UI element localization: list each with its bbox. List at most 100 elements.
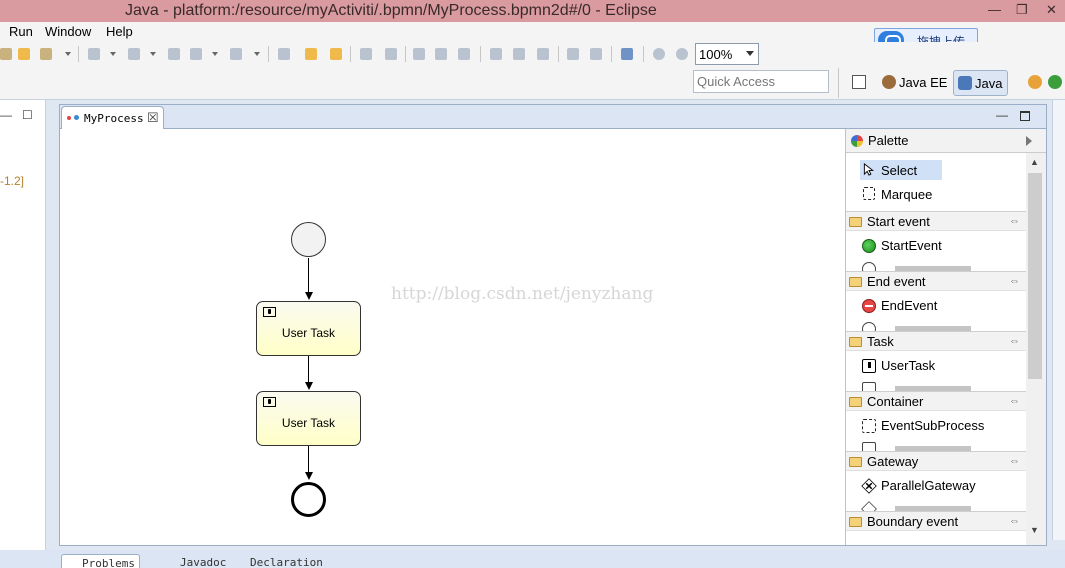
palette-scrollbar[interactable]: ▲ ▼ <box>1026 153 1046 545</box>
scroll-up-icon[interactable]: ▲ <box>1030 157 1039 167</box>
arrow-right-icon[interactable] <box>230 48 242 60</box>
perspective-extra[interactable] <box>1024 70 1064 96</box>
close-button[interactable]: ✕ <box>1046 2 1057 17</box>
drawer-header[interactable]: Start event ⇔ <box>846 211 1026 231</box>
drawer-header[interactable]: End event ⇔ <box>846 271 1026 291</box>
palette-item-hidden[interactable] <box>860 319 1020 331</box>
pin-icon[interactable]: ⇔ <box>1009 395 1020 407</box>
start-event[interactable] <box>291 222 326 257</box>
user-task-icon <box>862 359 876 373</box>
drawer-header[interactable]: Boundary event ⇔ <box>846 511 1026 531</box>
diagram-canvas[interactable]: http://blog.csdn.net/jenyzhang User Task… <box>60 129 844 545</box>
timer-icon <box>862 262 876 271</box>
palette-item-parallel-gateway[interactable]: ParallelGateway <box>860 477 1020 495</box>
window-title: Java - platform:/resource/myActiviti/.bp… <box>125 2 657 19</box>
align-top-icon[interactable] <box>490 48 502 60</box>
menu-help[interactable]: Help <box>106 24 133 39</box>
tab-declaration[interactable]: Declaration <box>250 556 323 568</box>
align-middle-icon[interactable] <box>513 48 525 60</box>
pin-icon[interactable]: ⇔ <box>1009 275 1020 287</box>
chevron-down-icon[interactable] <box>254 52 260 56</box>
step-over-icon[interactable] <box>128 48 140 60</box>
drawer-header[interactable]: Gateway ⇔ <box>846 451 1026 471</box>
end-event-icon <box>862 299 876 313</box>
menu-run[interactable]: Run <box>9 24 33 39</box>
same-width-icon[interactable] <box>590 48 602 60</box>
align-right-icon[interactable] <box>458 48 470 60</box>
tab-javadoc[interactable]: Javadoc <box>180 556 227 568</box>
palette-header[interactable]: Palette <box>846 129 1046 153</box>
tool-select[interactable]: Select <box>860 160 942 180</box>
view-maximize-button[interactable]: ☐ <box>22 108 33 122</box>
perspective-java[interactable]: Java <box>953 70 1008 96</box>
palette-item-hidden[interactable] <box>860 499 1020 511</box>
bottom-tab-bar <box>0 550 1065 568</box>
align-bottom-icon[interactable] <box>537 48 549 60</box>
pin-icon[interactable]: ⇔ <box>1009 335 1020 347</box>
sequence-flow[interactable] <box>308 258 309 293</box>
collapse-palette-icon[interactable] <box>1026 136 1032 146</box>
pin-icon[interactable]: ⇔ <box>1009 215 1020 227</box>
arrow-left-icon[interactable] <box>190 48 202 60</box>
palette-item-hidden[interactable] <box>860 259 1020 271</box>
copy-icon[interactable] <box>360 48 372 60</box>
drawer-header[interactable]: Task ⇔ <box>846 331 1026 351</box>
palette-item-hidden[interactable] <box>860 439 1020 451</box>
palette-item-end-event[interactable]: EndEvent <box>860 297 1020 315</box>
palette-item-start-event[interactable]: StartEvent <box>860 237 1020 255</box>
menu-window[interactable]: Window <box>45 24 92 39</box>
drawer-task: Task ⇔ UserTask <box>846 331 1026 391</box>
zoom-value: 100% <box>699 47 733 62</box>
tab-problems[interactable]: Problems <box>61 554 140 568</box>
same-height-icon[interactable] <box>567 48 579 60</box>
pin-icon[interactable] <box>278 48 290 60</box>
minimize-button[interactable]: — <box>988 2 1001 17</box>
drawer-label: End event <box>867 274 926 289</box>
palette-title: Palette <box>868 133 909 148</box>
back-icon[interactable] <box>168 48 180 60</box>
drawer-end-event: End event ⇔ EndEvent <box>846 271 1026 331</box>
close-icon[interactable]: ☒ <box>147 110 159 125</box>
chevron-down-icon[interactable] <box>212 52 218 56</box>
grid-icon[interactable] <box>621 48 633 60</box>
zoom-out-icon[interactable] <box>653 48 665 60</box>
user-task[interactable]: User Task <box>256 301 361 356</box>
tools-icon[interactable] <box>40 48 52 60</box>
chevron-down-icon[interactable] <box>65 52 71 56</box>
end-event[interactable] <box>291 482 326 517</box>
drawer-header[interactable]: Container ⇔ <box>846 391 1026 411</box>
item-label: StartEvent <box>881 238 942 253</box>
view-minimize-button[interactable]: — <box>0 108 12 122</box>
chevron-down-icon[interactable] <box>110 52 116 56</box>
align-center-icon[interactable] <box>435 48 447 60</box>
user-task[interactable]: User Task <box>256 391 361 446</box>
step-icon[interactable] <box>88 48 100 60</box>
quick-access-input[interactable]: Quick Access <box>693 70 829 93</box>
palette-item-hidden[interactable] <box>860 379 1020 391</box>
align-left-icon[interactable] <box>413 48 425 60</box>
sequence-flow[interactable] <box>308 446 309 473</box>
run-icon[interactable] <box>0 48 12 60</box>
chevron-down-icon[interactable] <box>150 52 156 56</box>
redo-icon[interactable] <box>330 48 342 60</box>
palette-item-event-subprocess[interactable]: EventSubProcess <box>860 417 1020 435</box>
scroll-down-icon[interactable]: ▼ <box>1030 525 1039 535</box>
pin-icon[interactable]: ⇔ <box>1009 515 1020 527</box>
perspective-java-ee[interactable]: Java EE <box>878 70 950 96</box>
scrollbar-thumb[interactable] <box>1028 173 1042 379</box>
sequence-flow[interactable] <box>308 356 309 383</box>
editor-maximize-button[interactable] <box>1020 111 1030 121</box>
zoom-in-icon[interactable] <box>676 48 688 60</box>
tab-myprocess[interactable]: MyProcess ☒ <box>61 106 164 129</box>
paste-icon[interactable] <box>385 48 397 60</box>
right-view-stub <box>1052 100 1065 540</box>
open-perspective-button[interactable] <box>848 70 870 96</box>
open-folder-icon[interactable] <box>18 48 30 60</box>
zoom-select[interactable]: 100% <box>695 43 759 65</box>
undo-icon[interactable] <box>305 48 317 60</box>
maximize-button[interactable]: ❐ <box>1016 2 1028 17</box>
tool-marquee[interactable]: Marquee <box>860 184 942 204</box>
palette-item-user-task[interactable]: UserTask <box>860 357 1020 375</box>
editor-minimize-button[interactable]: — <box>996 108 1008 122</box>
pin-icon[interactable]: ⇔ <box>1009 455 1020 467</box>
